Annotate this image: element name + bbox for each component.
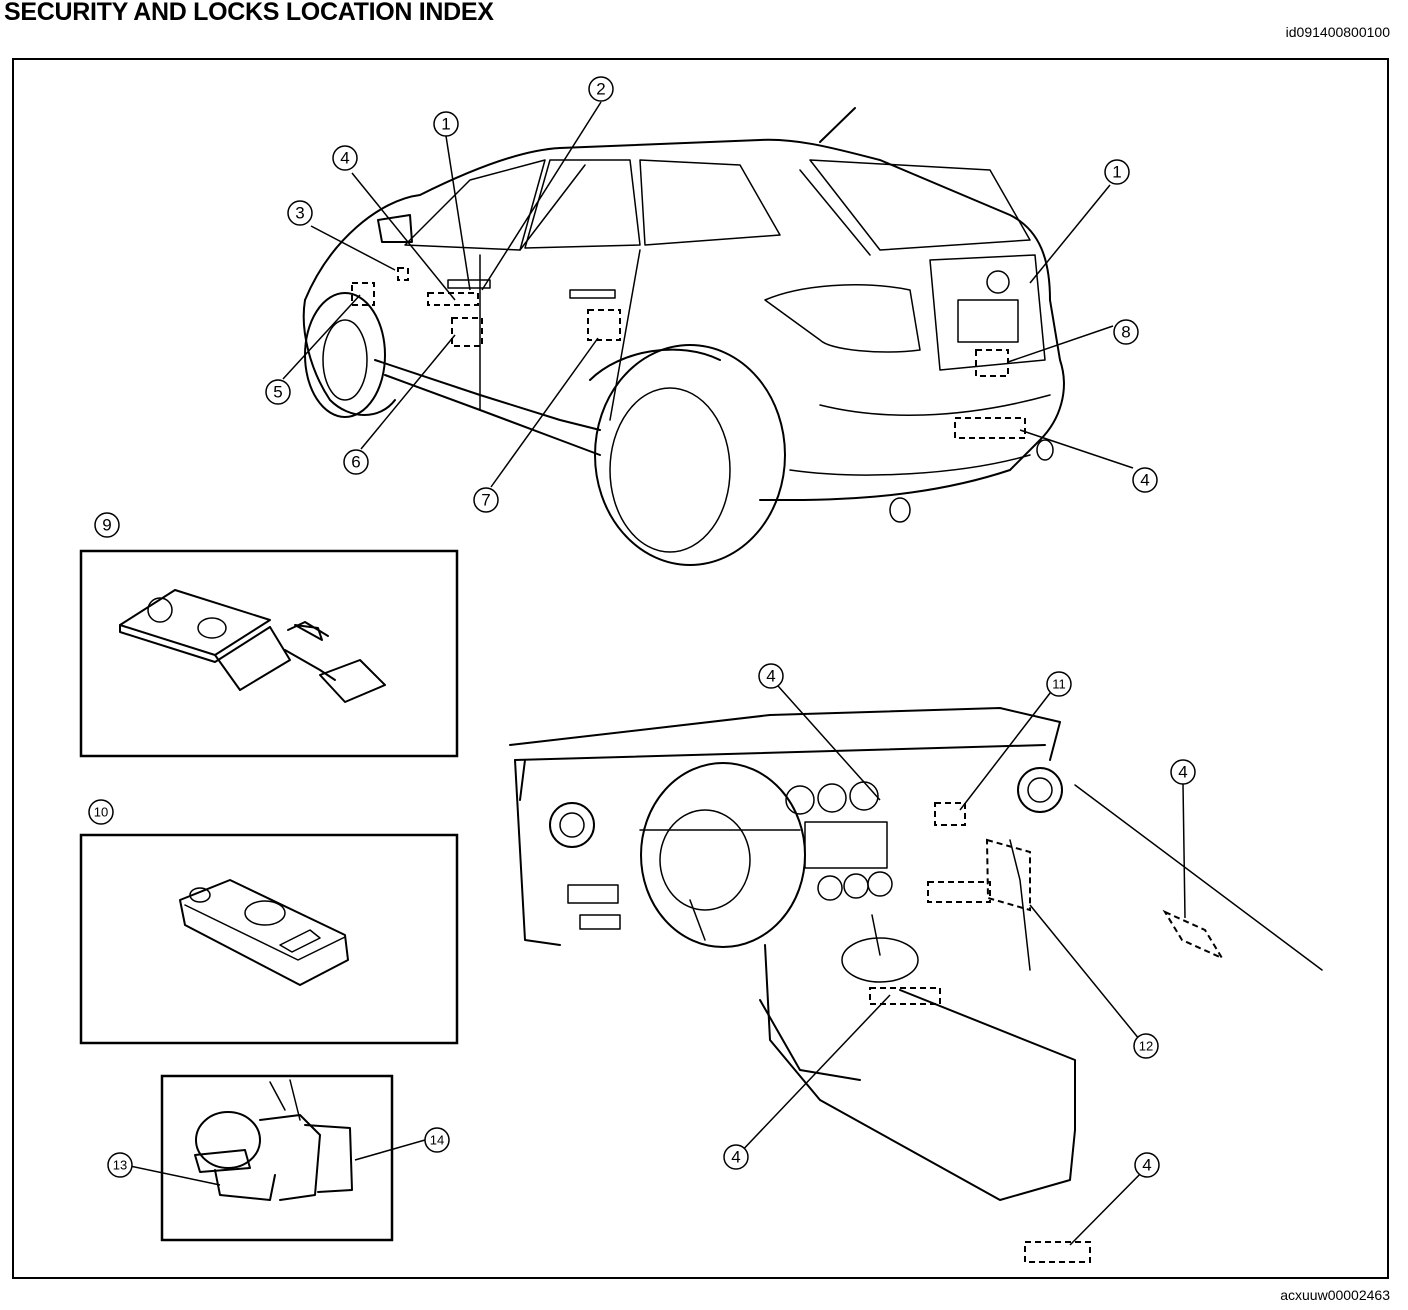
callout-8: 8 (1113, 319, 1139, 345)
svg-text:3: 3 (295, 204, 304, 223)
page-title: SECURITY AND LOCKS LOCATION INDEX (4, 0, 494, 26)
document-id: id091400800100 (1285, 24, 1390, 40)
svg-text:10: 10 (94, 805, 108, 820)
callout-10: 10 (88, 799, 114, 825)
callout-1-door-left: 1 (433, 111, 459, 137)
svg-text:4: 4 (340, 149, 349, 168)
diagram-frame (12, 58, 1389, 1279)
callout-9: 9 (94, 512, 120, 538)
svg-text:4: 4 (766, 667, 775, 686)
callout-4-rear-bumper: 4 (1132, 467, 1158, 493)
svg-text:12: 12 (1139, 1039, 1153, 1054)
svg-text:9: 9 (102, 516, 111, 535)
svg-text:4: 4 (1178, 763, 1187, 782)
card-key-illustration (79, 549, 459, 758)
callout-11: 11 (1046, 671, 1072, 697)
callout-13: 13 (107, 1152, 133, 1178)
svg-text:14: 14 (430, 1133, 444, 1148)
svg-text:4: 4 (731, 1148, 740, 1167)
callout-4-mirror: 4 (332, 145, 358, 171)
callout-1-liftgate: 1 (1104, 159, 1130, 185)
svg-text:2: 2 (596, 80, 605, 99)
callout-12: 12 (1133, 1033, 1159, 1059)
callout-4-floor: 4 (1134, 1152, 1160, 1178)
callout-2: 2 (588, 76, 614, 102)
callout-14: 14 (424, 1127, 450, 1153)
callout-3: 3 (287, 200, 313, 226)
ignition-switch-illustration (160, 1074, 394, 1242)
callout-7: 7 (473, 487, 499, 513)
transmitter-key-illustration (79, 833, 459, 1045)
svg-text:4: 4 (1142, 1156, 1151, 1175)
svg-text:5: 5 (273, 383, 282, 402)
svg-text:1: 1 (1112, 163, 1121, 182)
svg-text:7: 7 (481, 491, 490, 510)
svg-text:4: 4 (1140, 471, 1149, 490)
svg-text:8: 8 (1121, 323, 1130, 342)
dashboard-illustration (124, 676, 1323, 1263)
image-id: acxuuw00002463 (1280, 1287, 1390, 1303)
vehicle-exterior-illustration (282, 101, 1134, 566)
callout-4-dash-top: 4 (758, 663, 784, 689)
callout-6: 6 (343, 449, 369, 475)
callout-4-console: 4 (723, 1144, 749, 1170)
svg-text:11: 11 (1052, 677, 1066, 692)
callout-5: 5 (265, 379, 291, 405)
svg-text:13: 13 (113, 1158, 127, 1173)
callout-4-right: 4 (1170, 759, 1196, 785)
svg-text:1: 1 (441, 115, 450, 134)
svg-text:6: 6 (351, 453, 360, 472)
